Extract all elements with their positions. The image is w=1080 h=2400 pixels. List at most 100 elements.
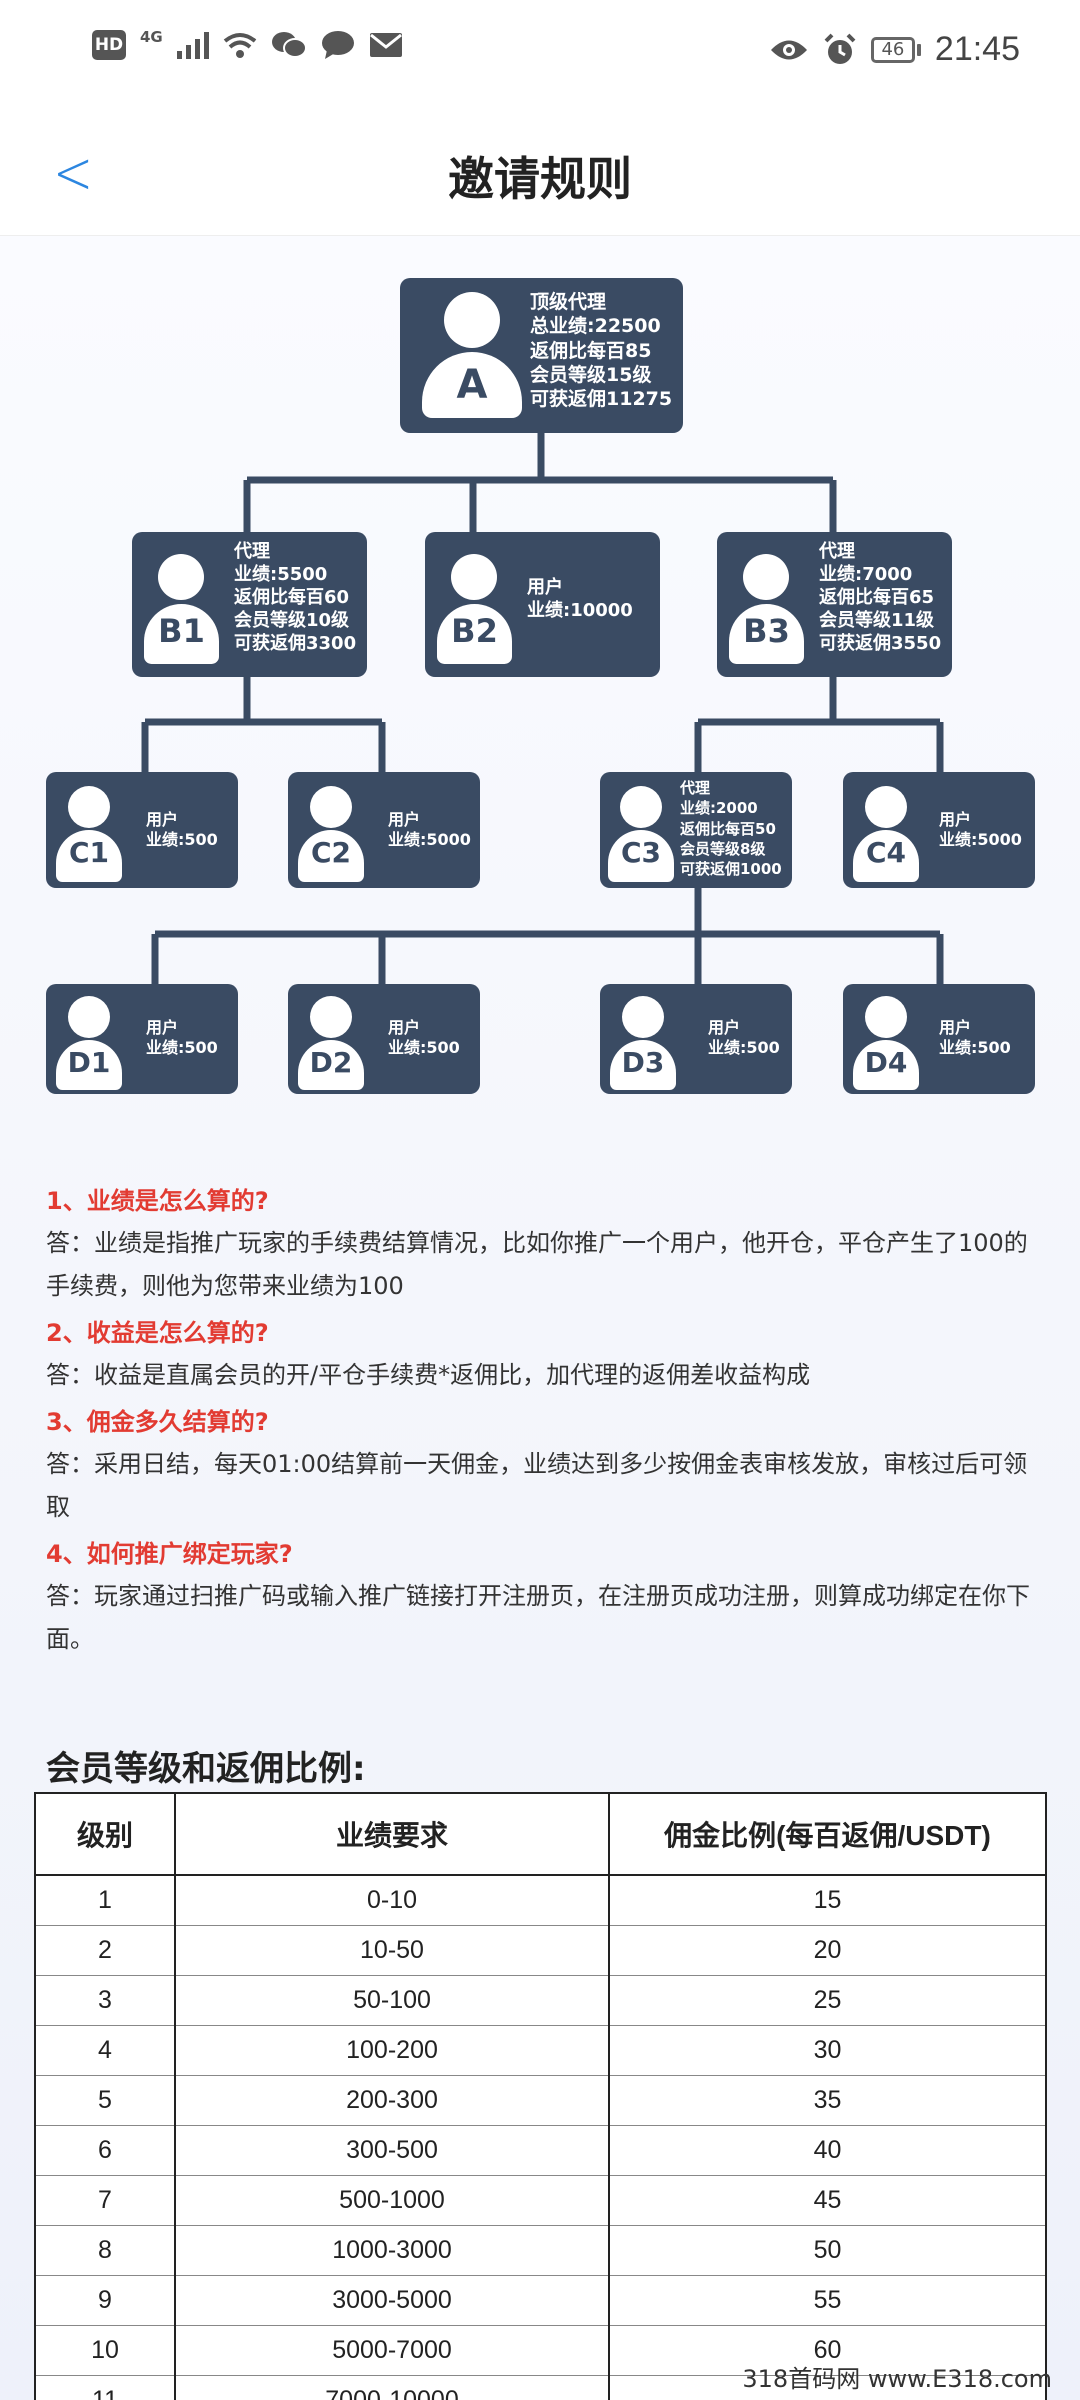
- node-letter: C1: [68, 836, 110, 869]
- node-c4: C4 用户 业绩:5000: [843, 772, 1035, 888]
- node-info: 用户 业绩:500: [146, 810, 218, 850]
- node-letter: C2: [310, 836, 352, 869]
- table-cell: 1: [34, 1874, 176, 1926]
- avatar: C4: [853, 786, 919, 882]
- column-header: 级别: [34, 1792, 176, 1876]
- signal-icon: [176, 31, 209, 59]
- faq-answer: 答：业绩是指推广玩家的手续费结算情况，比如你推广一个用户，他开仓，平仓产生了10…: [46, 1229, 1028, 1300]
- faq-question: 4、如何推广绑定玩家?: [46, 1540, 293, 1568]
- watermark: 318首码网 www.E318.com: [742, 2365, 1052, 2393]
- table-cell: 11: [34, 2375, 176, 2400]
- table-cell: 100-200: [174, 2025, 610, 2076]
- node-letter: D3: [621, 1046, 665, 1079]
- app-header: < 邀请规则: [0, 105, 1080, 236]
- table-cell: 8: [34, 2225, 176, 2276]
- table-cell: 20: [608, 1925, 1047, 1976]
- table-cell: 55: [608, 2275, 1047, 2326]
- faq-answer: 答：玩家通过扫推广码或输入推广链接打开注册页，在注册页成功注册，则算成功绑定在你…: [46, 1582, 1030, 1653]
- node-info: 代理 业绩:5500 返佣比每百60 会员等级10级 可获返佣3300: [234, 541, 357, 655]
- clock: 21:45: [934, 30, 1020, 68]
- status-right: 46 21:45: [769, 30, 1020, 69]
- table-cell: 45: [608, 2175, 1047, 2226]
- table-cell: 0-10: [174, 1874, 610, 1926]
- node-info: 用户 业绩:5000: [939, 810, 1022, 850]
- node-letter: B3: [743, 612, 790, 650]
- avatar: B2: [437, 554, 512, 666]
- table-cell: 7: [34, 2175, 176, 2226]
- tree-connectors: [141, 429, 944, 986]
- page-title: 邀请规则: [448, 152, 632, 206]
- wechat-icon: [271, 32, 307, 58]
- node-letter: C3: [620, 836, 662, 869]
- node-d3: D3 用户 业绩:500: [600, 984, 792, 1094]
- node-a: A 顶级代理 总业绩:22500 返佣比每百85 会员等级15级 可获返佣112…: [400, 278, 683, 433]
- table-header-row: 级别 业绩要求 佣金比例(每百返佣/USDT): [34, 1792, 1047, 1876]
- table-cell: 2: [34, 1925, 176, 1976]
- column-header: 佣金比例(每百返佣/USDT): [608, 1792, 1047, 1876]
- back-button[interactable]: <: [53, 143, 93, 203]
- node-letter: D4: [864, 1046, 908, 1079]
- network-type: 4G: [140, 28, 163, 46]
- node-d1: D1 用户 业绩:500: [46, 984, 238, 1094]
- node-info: 用户 业绩:500: [146, 1018, 218, 1058]
- table-cell: 30: [608, 2025, 1047, 2076]
- table-cell: 10-50: [174, 1925, 610, 1976]
- table-cell: 7000-10000: [174, 2375, 610, 2400]
- node-b3: B3 代理 业绩:7000 返佣比每百65 会员等级11级 可获返佣3550: [717, 532, 952, 677]
- table-title: 会员等级和返佣比例:: [46, 1749, 366, 1789]
- avatar: D2: [298, 996, 364, 1090]
- table-cell: 3000-5000: [174, 2275, 610, 2326]
- node-b2: B2 用户 业绩:10000: [425, 532, 660, 677]
- table-cell: 200-300: [174, 2075, 610, 2126]
- node-b1: B1 代理 业绩:5500 返佣比每百60 会员等级10级 可获返佣3300: [132, 532, 367, 677]
- table-cell: 10: [34, 2325, 176, 2376]
- status-left: HD 4G: [92, 28, 403, 60]
- node-info: 代理 业绩:7000 返佣比每百65 会员等级11级 可获返佣3550: [819, 541, 942, 655]
- table-cell: 35: [608, 2075, 1047, 2126]
- table-cell: 4: [34, 2025, 176, 2076]
- chevron-left-icon[interactable]: <: [53, 138, 94, 208]
- mail-icon: [369, 33, 402, 57]
- status-bar: HD 4G: [0, 0, 1080, 105]
- eye-icon: [770, 40, 807, 59]
- table-cell: 25: [608, 1975, 1047, 2026]
- table-cell: 9: [34, 2275, 176, 2326]
- table-cell: 50: [608, 2225, 1047, 2276]
- wifi-icon: [223, 33, 256, 58]
- node-c2: C2 用户 业绩:5000: [288, 772, 480, 888]
- avatar: C1: [56, 786, 122, 882]
- table-cell: [608, 2375, 1047, 2400]
- node-letter: C4: [865, 836, 907, 869]
- avatar: C3: [608, 786, 674, 882]
- node-info: 用户 业绩:500: [388, 1018, 460, 1058]
- avatar: B3: [729, 554, 804, 666]
- faq-question: 2、收益是怎么算的?: [46, 1319, 269, 1347]
- table-cell: 5: [34, 2075, 176, 2126]
- avatar: D1: [56, 996, 122, 1090]
- column-header: 业绩要求: [174, 1792, 610, 1876]
- avatar: A: [422, 292, 522, 420]
- table-cell: 1000-3000: [174, 2225, 610, 2276]
- node-letter: B2: [451, 612, 498, 650]
- alarm-icon: [824, 33, 856, 64]
- node-letter: D2: [309, 1046, 353, 1079]
- node-info: 用户 业绩:5000: [388, 810, 471, 850]
- table-cell: 40: [608, 2125, 1047, 2176]
- table-cell: 6: [34, 2125, 176, 2176]
- table-cell: 500-1000: [174, 2175, 610, 2226]
- node-info: 用户 业绩:500: [939, 1018, 1011, 1058]
- content-area[interactable]: A 顶级代理 总业绩:22500 返佣比每百85 会员等级15级 可获返佣112…: [0, 236, 1080, 2400]
- referral-tree-diagram: A 顶级代理 总业绩:22500 返佣比每百85 会员等级15级 可获返佣112…: [0, 236, 1080, 1116]
- table-cell: 50-100: [174, 1975, 610, 2026]
- hd-icon: HD: [92, 30, 126, 60]
